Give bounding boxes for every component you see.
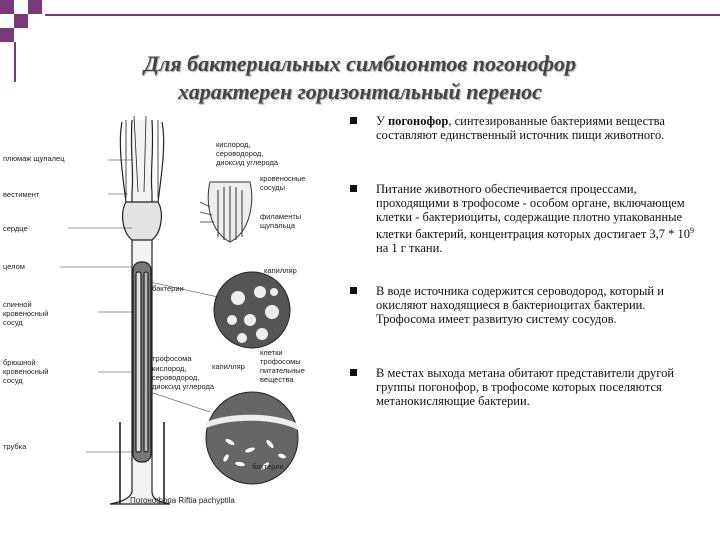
label-capillary-2: капилляр [212, 362, 257, 371]
bullet-marker [350, 117, 357, 124]
label-tube: трубка [3, 442, 53, 451]
bullet-marker [350, 287, 357, 294]
riftia-figure: плюмаж щупалец вестимент сердце целом ба… [60, 112, 335, 512]
label-plume: плюмаж щупалец [3, 154, 88, 163]
bullet-text: У погонофор, синтезированные бактериями … [376, 114, 696, 142]
bullet-text: Питание животного обеспечивается процесс… [376, 182, 696, 255]
label-gases: кислород, сероводород, диоксид углерода [216, 140, 286, 167]
label-capillary: капилляр [264, 266, 314, 275]
slide-title: Для бактериальных симбионтов погонофор х… [40, 50, 680, 106]
plume-detail [200, 182, 252, 242]
top-rule [45, 14, 720, 16]
label-filaments: филаменты щупальца [260, 212, 320, 230]
label-trophosome: трофосома [152, 354, 212, 363]
label-nutrients: клетки трофосомы питательные вещества [260, 348, 320, 384]
trophosome-section [214, 272, 290, 348]
label-coelom: целом [3, 262, 63, 271]
label-intake: кислород, сероводород, диоксид углерода [152, 364, 216, 391]
title-line-2: характерен горизонтальный перенос [40, 78, 680, 106]
label-vessels: кровеносные сосуды [260, 174, 310, 192]
label-bacteria: бактерии [152, 284, 212, 293]
corner-decoration [0, 0, 50, 45]
label-dorsal: спинной кровеносный сосуд [3, 300, 57, 327]
worm-body [110, 116, 170, 504]
bullet-text: В воде источника содержится сероводород,… [376, 284, 696, 326]
title-line-1: Для бактериальных симбионтов погонофор [40, 50, 680, 78]
figure-caption: Погонофора Riftia pachyptila [130, 496, 270, 505]
label-vest: вестимент [3, 190, 73, 199]
bullet-marker [350, 369, 357, 376]
left-rule [14, 42, 16, 82]
bullet-marker [350, 185, 357, 192]
bullet-text: В местах выхода метана обитают представи… [376, 366, 696, 408]
label-ventral: брюшной кровеносный сосуд [3, 358, 57, 385]
label-heart: сердце [3, 224, 63, 233]
label-bacteria-2: бактерии [252, 462, 297, 471]
riftia-illustration [60, 112, 335, 512]
